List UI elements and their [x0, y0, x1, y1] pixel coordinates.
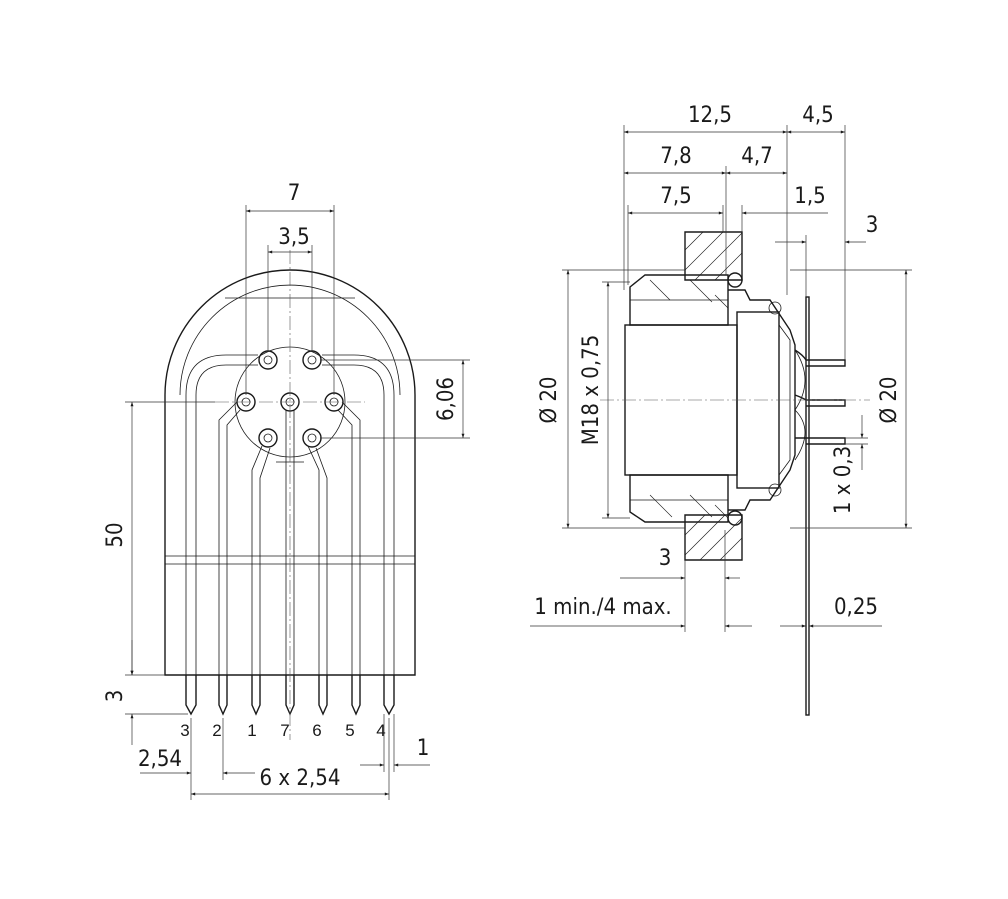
dim-label: 7,8	[660, 144, 691, 169]
dimension-0-25: 0,25	[780, 595, 882, 628]
dim-label: 3	[103, 690, 128, 703]
dim-label: 6,06	[434, 377, 459, 421]
housing-outline	[164, 269, 416, 676]
dimension-6-06: 6,06	[320, 359, 470, 439]
dimension-panel-thickness: 1 min./4 max.	[530, 595, 752, 628]
dim-label: 7,5	[660, 184, 691, 209]
pin-number: 6	[312, 721, 321, 740]
dim-label: 7	[288, 181, 301, 206]
dim-label: 3	[866, 213, 879, 238]
dim-label: 1 min./4 max.	[534, 595, 671, 620]
rear-pins	[794, 349, 846, 461]
dim-label: 1,5	[794, 184, 825, 209]
dim-label: 1 x 0,3	[831, 446, 856, 514]
dim-label: 3,5	[278, 225, 309, 250]
dimension-7-5: 7,5	[627, 184, 724, 285]
dimension-thread: M18 x 0,75	[579, 281, 630, 519]
dim-label: 12,5	[688, 103, 732, 128]
dim-label: 2,54	[138, 747, 182, 772]
dim-label: 4,5	[802, 103, 833, 128]
pin-number: 1	[247, 721, 256, 740]
dimension-4-5: 4,5	[787, 103, 846, 360]
dimension-12-5: 12,5	[623, 103, 788, 295]
dimension-3-5: 3,5	[267, 225, 313, 352]
dimension-1x0-3: 1 x 0,3	[831, 415, 868, 514]
o-ring-top	[727, 272, 743, 288]
dimension-4-7: 4,7	[726, 144, 787, 175]
dim-label: 1	[417, 736, 430, 761]
dimension-3-pin-length: 3	[103, 640, 188, 745]
dim-label: 6 x 2,54	[260, 766, 341, 791]
dim-label: Ø 20	[537, 376, 562, 423]
dimension-1-5: 1,5	[741, 184, 828, 232]
dim-label: 4,7	[741, 144, 772, 169]
dimension-dia20-left: Ø 20	[537, 269, 685, 529]
dim-label: Ø 20	[877, 376, 902, 423]
dimension-3-top: 3	[775, 213, 878, 297]
dim-label: 3	[659, 546, 672, 571]
dim-label: 0,25	[834, 595, 878, 620]
dimension-7-8: 7,8	[624, 144, 727, 275]
pin-number-labels: 3 2 1 7 6 5 4	[180, 721, 385, 740]
side-view: 12,5 4,5 7,8 4,7 7,5	[530, 103, 912, 716]
pin-number: 7	[280, 721, 289, 740]
dimension-6x2-54: 6 x 2,54	[191, 718, 390, 800]
pin-traces	[185, 354, 395, 705]
dim-label: 50	[103, 522, 128, 547]
dimension-2-54: 2,54	[138, 718, 255, 800]
dimension-3-bottom: 3	[620, 530, 740, 632]
pin-number: 4	[376, 721, 385, 740]
pin-number: 3	[180, 721, 189, 740]
dimension-1: 1	[360, 714, 430, 772]
o-ring-bottom	[727, 510, 743, 526]
pin-tips	[185, 675, 395, 716]
dimension-7: 7	[245, 181, 335, 395]
dimension-dia20-right: Ø 20	[790, 269, 912, 529]
front-view: 3 2 1 7 6 5 4 7 3,5 6,06	[103, 181, 470, 800]
pcb-board	[805, 296, 810, 716]
dimension-50: 50	[103, 401, 215, 676]
dim-label: M18 x 0,75	[579, 335, 604, 446]
pin-number: 2	[212, 721, 221, 740]
pin-number: 5	[345, 721, 354, 740]
